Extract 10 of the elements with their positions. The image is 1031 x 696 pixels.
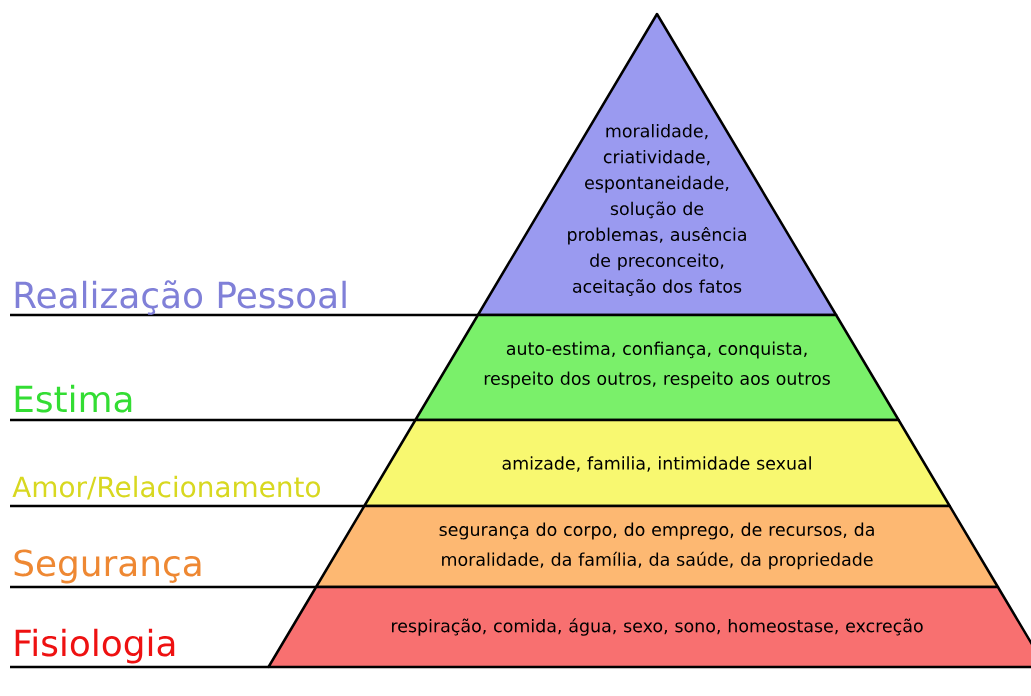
level-title: Realização Pessoal — [15, 280, 346, 315]
level-title: Estima — [15, 384, 132, 413]
pyramid-level: moralidade, criatividade, espontaneidade, solução de problemas, ausência de preconceito, aceitação dos fatos — [476, 12, 838, 317]
pyramid-level: respiração, comida, água, sexo, sono, homeostase, excreção — [267, 585, 1031, 669]
pyramid-level: segurança do corpo, do emprego, de recursos, da moralidade, da família, da saúde, da propriedade — [314, 504, 1000, 589]
level-title: Amor/Relacionamento — [12, 475, 320, 500]
level-title: Fisiologia — [15, 628, 175, 664]
pyramid-level: amizade, familia, intimidade sexual — [363, 418, 951, 508]
level-title: Segurança — [14, 549, 201, 584]
pyramid-level: auto-estima, confiança, conquista, respeito dos outros, respeito aos outros — [414, 313, 900, 422]
